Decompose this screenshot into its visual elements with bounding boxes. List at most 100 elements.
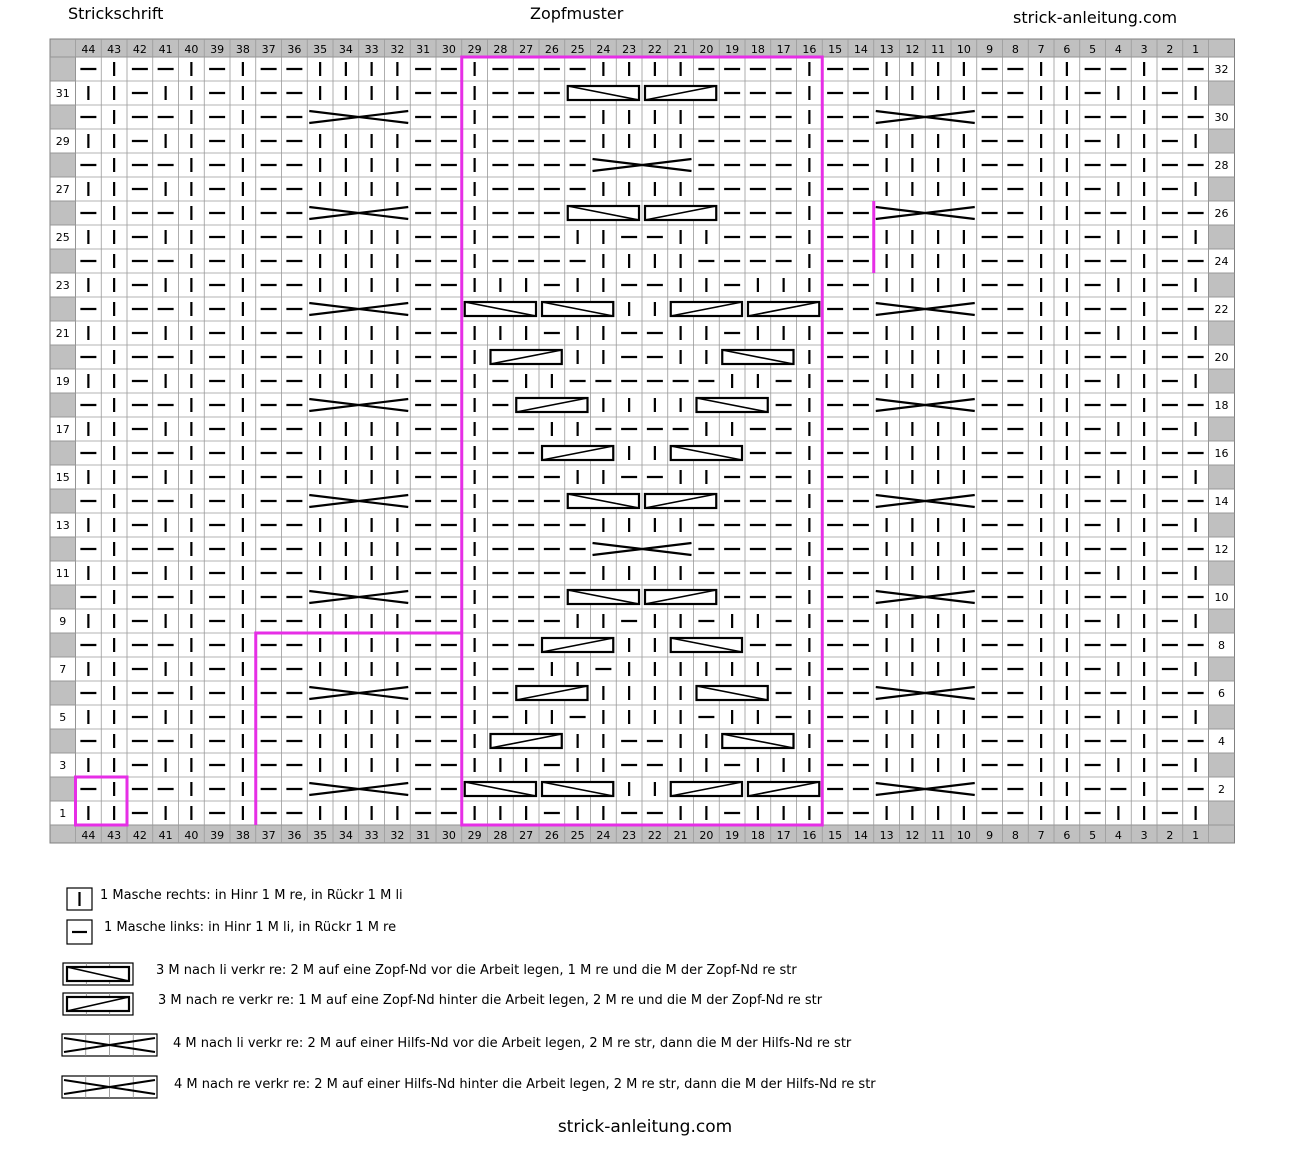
column-number: 28	[493, 829, 507, 842]
row-number: 11	[56, 567, 70, 580]
row-number: 25	[56, 231, 70, 244]
cable-strand	[875, 493, 975, 509]
site-name-bottom: strick-anleitung.com	[557, 1117, 733, 1137]
column-number: 20	[699, 43, 713, 56]
column-number: 11	[931, 43, 945, 56]
column-number: 4	[1115, 43, 1122, 56]
row-number: 26	[1215, 207, 1229, 220]
column-number: 5	[1089, 43, 1096, 56]
column-number: 39	[210, 43, 224, 56]
cable-diagonal	[541, 445, 614, 461]
cable-diagonal	[464, 781, 537, 797]
cable-4-right	[309, 301, 409, 317]
cable-diagonal	[541, 781, 614, 797]
cable-4-right	[592, 157, 692, 173]
cable-diagonal	[644, 205, 717, 221]
cable-diagonal	[696, 685, 768, 701]
column-number: 3	[1141, 43, 1148, 56]
column-number: 42	[133, 43, 147, 56]
cable-strand	[592, 541, 692, 557]
cable-4-left	[875, 301, 975, 317]
gutter-cell	[49, 344, 76, 370]
gutter-cell	[49, 584, 76, 610]
cable-strand	[309, 109, 409, 125]
gutter-cell	[1208, 512, 1235, 538]
row-number: 22	[1215, 303, 1229, 316]
column-number: 19	[725, 43, 739, 56]
column-number: 30	[442, 43, 456, 56]
column-number: 22	[648, 829, 662, 842]
cable-strand	[875, 781, 975, 797]
column-number: 35	[313, 829, 327, 842]
column-number: 2	[1166, 43, 1173, 56]
column-number: 42	[133, 829, 147, 842]
row-number: 29	[56, 135, 70, 148]
column-number: 40	[184, 43, 198, 56]
row-number: 8	[1218, 639, 1225, 652]
gutter-cell	[1208, 560, 1235, 586]
column-number: 1	[1192, 829, 1199, 842]
column-number: 14	[854, 829, 868, 842]
cable-strand	[875, 589, 975, 605]
row-number: 7	[59, 663, 66, 676]
cable-diagonal	[644, 85, 717, 101]
cable-strand	[875, 109, 975, 125]
cable-4-left	[875, 685, 975, 701]
column-number: 14	[854, 43, 868, 56]
column-number: 25	[571, 43, 585, 56]
cable-diagonal	[541, 301, 614, 317]
cable-4-left	[309, 781, 409, 797]
cable-4-right	[875, 781, 975, 797]
column-number: 18	[751, 829, 765, 842]
column-number: 38	[236, 829, 250, 842]
column-number: 15	[828, 829, 842, 842]
row-number: 17	[56, 423, 70, 436]
column-number: 38	[236, 43, 250, 56]
column-number: 36	[287, 829, 301, 842]
cable-strand	[309, 781, 409, 797]
cable-diagonal	[696, 397, 768, 413]
column-number: 1	[1192, 43, 1199, 56]
cable-diagonal	[567, 85, 640, 101]
cable-diagonal	[516, 685, 588, 701]
legend-diagonal	[66, 996, 130, 1012]
legend-symbol-rc3	[62, 992, 134, 1016]
row-number: 1	[59, 807, 66, 820]
column-number: 19	[725, 829, 739, 842]
cable-diagonal	[541, 637, 614, 653]
column-number: 34	[339, 43, 353, 56]
row-number: 10	[1215, 591, 1229, 604]
row-number: 32	[1215, 63, 1229, 76]
column-number: 9	[986, 43, 993, 56]
row-number: 31	[56, 87, 70, 100]
gutter-cell	[1208, 752, 1235, 778]
column-number: 29	[468, 829, 482, 842]
legend-diagonal	[66, 966, 130, 982]
cable-4-left	[309, 397, 409, 413]
row-number: 18	[1215, 399, 1229, 412]
row-number: 20	[1215, 351, 1229, 364]
column-number: 31	[416, 829, 430, 842]
cable-diagonal	[567, 205, 640, 221]
cable-4-right	[309, 109, 409, 125]
gutter-cell	[1208, 176, 1235, 202]
column-number: 37	[262, 43, 276, 56]
column-number: 27	[519, 829, 533, 842]
cable-diagonal	[644, 589, 717, 605]
gutter-cell	[49, 776, 76, 802]
gutter-cell	[1208, 80, 1235, 106]
column-number: 12	[905, 829, 919, 842]
column-number: 44	[81, 829, 95, 842]
cable-strand	[875, 205, 975, 221]
cable-diagonal	[567, 589, 640, 605]
legend-symbol-k	[66, 887, 93, 911]
cable-strand	[309, 589, 409, 605]
row-number: 27	[56, 183, 70, 196]
cable-diagonal	[747, 301, 820, 317]
column-number: 7	[1038, 43, 1045, 56]
legend-text: 4 M nach re verkr re: 2 M auf einer Hilf…	[174, 1077, 876, 1092]
repeat-outline-side	[254, 631, 462, 825]
cable-diagonal	[670, 781, 743, 797]
column-number: 8	[1012, 43, 1019, 56]
